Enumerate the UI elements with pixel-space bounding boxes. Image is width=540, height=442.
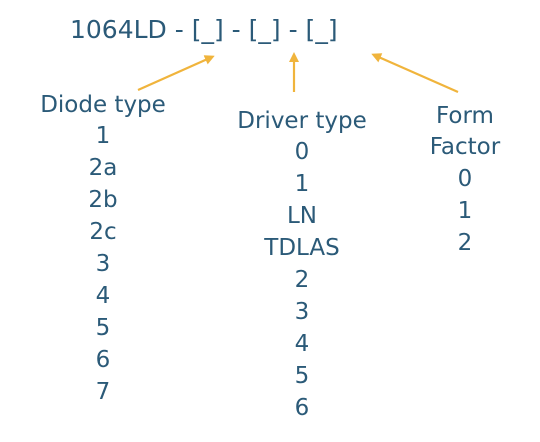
driver-type-option: 3 — [294, 299, 310, 325]
diode-type-option: 7 — [95, 379, 111, 405]
diode-type-option: 3 — [95, 251, 111, 277]
diode-type-option: 1 — [95, 123, 111, 149]
diode-type-option: 6 — [95, 347, 111, 373]
diode-type-option: 2a — [88, 155, 118, 181]
form-factor-heading-line-1: Form — [436, 103, 494, 129]
driver-type-option: TDLAS — [264, 235, 340, 261]
arrow-diode-type — [137, 55, 215, 92]
form-factor-heading-line-2: Factor — [429, 134, 501, 160]
part-number-code: 1064LD - [_] - [_] - [_] — [70, 15, 338, 44]
driver-type-option: 0 — [294, 139, 310, 165]
form-factor-option: 0 — [457, 166, 473, 192]
driver-type-option: 4 — [294, 331, 310, 357]
driver-type-option: 5 — [294, 363, 310, 389]
driver-type-option: 6 — [294, 395, 310, 421]
diode-type-option: 2b — [88, 187, 118, 213]
driver-type-option: 2 — [294, 267, 310, 293]
driver-type-option: LN — [286, 203, 318, 229]
diode-type-heading: Diode type — [40, 92, 166, 118]
diode-type-option: 4 — [95, 283, 111, 309]
diode-type-option: 5 — [95, 315, 111, 341]
diode-type-option: 2c — [89, 219, 117, 245]
driver-type-heading: Driver type — [237, 108, 367, 134]
diode-type-column: Diode type 1 2a 2b 2c 3 4 5 6 7 — [33, 91, 173, 408]
driver-type-option: 1 — [294, 171, 310, 197]
driver-type-column: Driver type 0 1 LN TDLAS 2 3 4 5 6 — [222, 107, 382, 424]
form-factor-option: 1 — [457, 198, 473, 224]
arrow-form-factor — [371, 53, 459, 94]
form-factor-column: Form Factor 0 1 2 — [410, 101, 520, 259]
form-factor-option: 2 — [457, 230, 473, 256]
